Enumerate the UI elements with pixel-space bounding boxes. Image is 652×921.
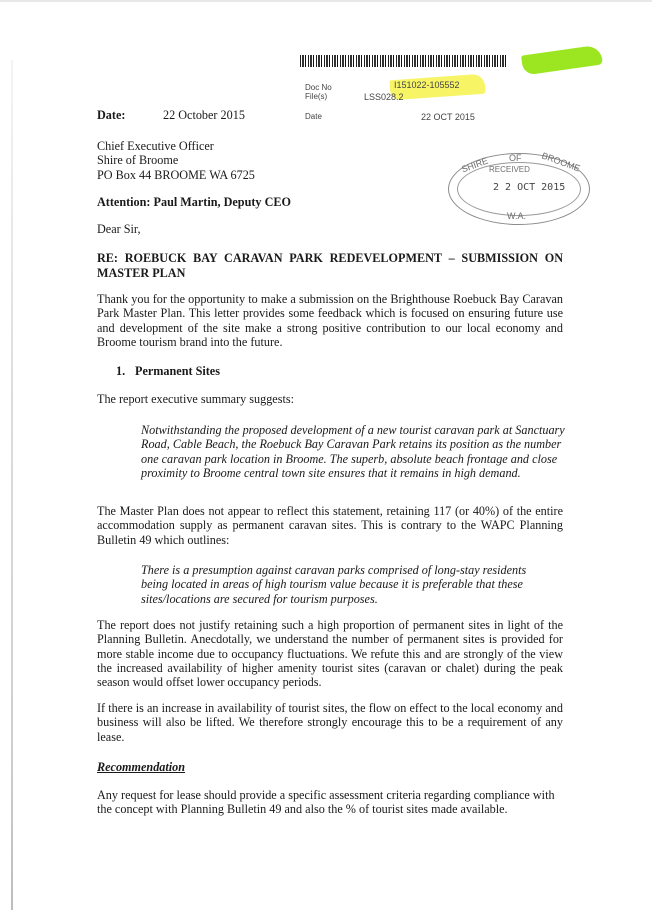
- stamp-date: 2 2 OCT 2015: [493, 182, 566, 193]
- stamp-of: OF: [509, 153, 522, 163]
- stamp-received: RECEIVED: [489, 165, 530, 174]
- record-date-value: 22 OCT 2015: [421, 112, 475, 122]
- recommendation-text: Any request for lease should provide a s…: [97, 788, 555, 817]
- files-value: LSS028.2: [364, 92, 404, 102]
- attention-line: Attention: Paul Martin, Deputy CEO: [97, 195, 291, 209]
- doc-no-label: Doc No: [305, 83, 332, 92]
- justification-paragraph: The report does not justify retaining su…: [97, 618, 563, 690]
- document-barcode: [300, 55, 506, 67]
- recipient-title: Chief Executive Officer: [97, 139, 214, 153]
- recipient-org: Shire of Broome: [97, 153, 179, 168]
- executive-summary-quote: Notwithstanding the proposed development…: [141, 423, 565, 480]
- record-date-label: Date: [305, 112, 322, 121]
- stamp-inner-ring: [457, 162, 581, 216]
- salutation: Dear Sir,: [97, 222, 141, 236]
- economy-paragraph: If there is an increase in availability …: [97, 701, 563, 744]
- planning-bulletin-quote: There is a presumption against caravan p…: [141, 563, 527, 606]
- scan-top-edge: [0, 0, 652, 2]
- stamp-wa: W.A.: [507, 211, 527, 221]
- recipient-po-box: PO Box 44 BROOME WA 6725: [97, 167, 255, 182]
- master-plan-paragraph: The Master Plan does not appear to refle…: [97, 504, 563, 547]
- green-highlighter-mark: [520, 44, 604, 76]
- subject-line: RE: ROEBUCK BAY CARAVAN PARK REDEVELOPME…: [97, 251, 563, 280]
- section-number: 1.: [116, 364, 126, 378]
- letter-date: 22 October 2015: [163, 108, 245, 122]
- recommendation-heading: Recommendation: [97, 760, 186, 774]
- date-label: Date:: [97, 108, 126, 122]
- recipient-address: Chief Executive Officer Shire of Broome …: [97, 139, 255, 182]
- scan-left-edge: [11, 60, 13, 910]
- intro-paragraph: Thank you for the opportunity to make a …: [97, 292, 563, 349]
- received-stamp: SHIRE OF BROOME RECEIVED 2 2 OCT 2015 W.…: [448, 150, 590, 225]
- doc-no-value: I151022-105552: [394, 80, 460, 90]
- files-label: File(s): [305, 92, 328, 101]
- section-lead: The report executive summary suggests:: [97, 392, 294, 406]
- section-title: Permanent Sites: [135, 364, 220, 378]
